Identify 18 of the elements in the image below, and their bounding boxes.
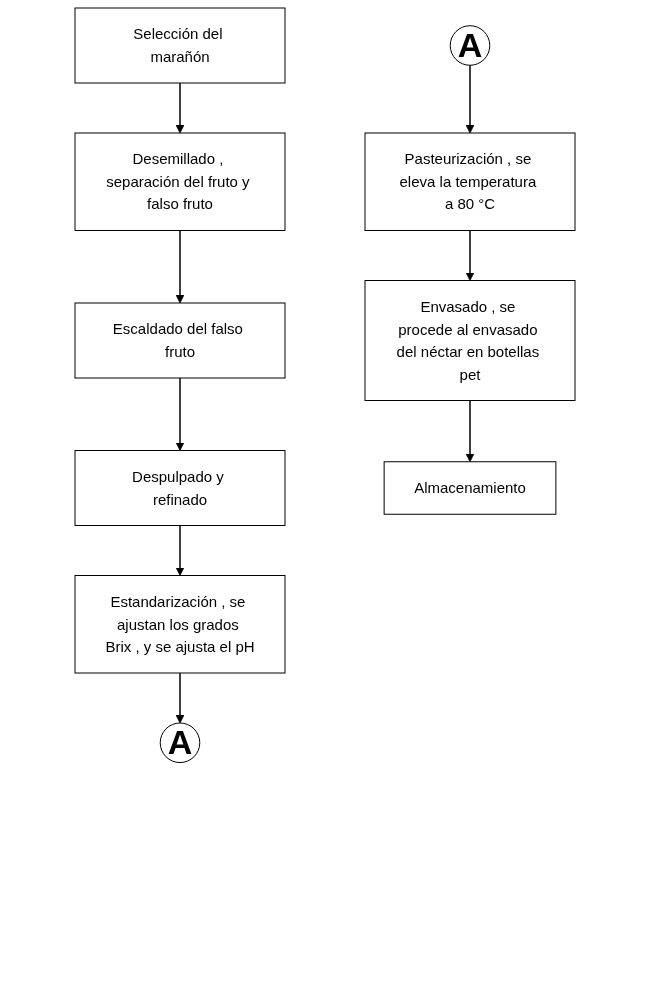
arrow <box>465 229 474 281</box>
arrow <box>175 524 184 576</box>
node-box: Desemillado , separación del fruto y falso fruto <box>74 132 285 231</box>
arrow <box>175 672 184 724</box>
node-box: Selección del marañón <box>74 7 285 84</box>
node-circle: A <box>159 722 200 764</box>
arrow <box>465 399 474 463</box>
arrow <box>175 82 184 134</box>
arrow <box>175 377 184 451</box>
node-circle: A <box>449 25 490 66</box>
node-box: Estandarización , se ajustan los grados Brix , y se ajusta el pH <box>74 575 285 674</box>
node-box: Despulpado y refinado <box>74 450 285 526</box>
arrow <box>465 64 474 134</box>
node-box: Pasteurización , se eleva la temperatura a 80 °C <box>364 132 575 231</box>
arrow <box>175 229 184 304</box>
node-box: Almacenamiento <box>383 461 556 515</box>
node-box: Envasado , se procede al envasado del néctar en botellas pet <box>364 280 575 401</box>
node-box: Escaldado del falso fruto <box>74 302 285 379</box>
